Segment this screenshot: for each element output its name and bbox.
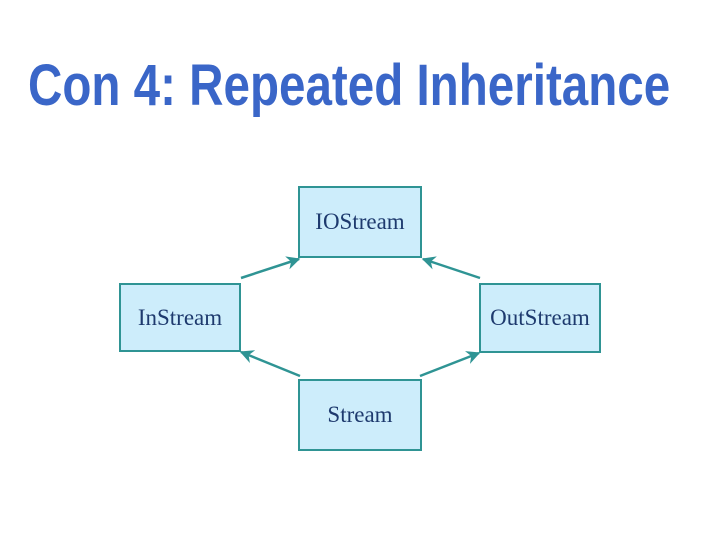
class-box-instream: InStream [119, 283, 241, 352]
arrow-instream-to-iostream [240, 256, 301, 280]
arrow-outstream-to-iostream [421, 256, 481, 280]
class-box-outstream: OutStream [479, 283, 601, 353]
arrow-stream-to-instream [239, 350, 301, 378]
slide-title: Con 4: Repeated Inheritance [28, 53, 671, 118]
class-box-iostream: IOStream [298, 186, 422, 258]
class-box-stream: Stream [298, 379, 422, 451]
arrow-stream-to-outstream [419, 351, 481, 378]
